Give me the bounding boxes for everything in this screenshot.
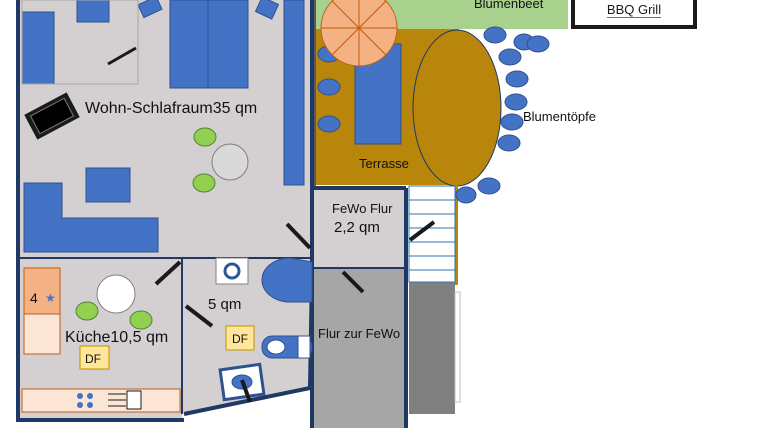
kitchen-label: Küche10,5 qm: [65, 329, 168, 346]
living-table: [211, 143, 249, 181]
cooktop-icon: [77, 393, 93, 408]
small-chair-top: [137, 0, 163, 19]
living-door-swing: [107, 46, 137, 66]
bbq-grill-box: BBQ Grill: [571, 0, 697, 29]
kitchen-counter-bottom: [21, 388, 181, 413]
top-cabinet: [76, 0, 110, 23]
flower-pots: [455, 26, 550, 204]
wall-shelf: [283, 0, 305, 186]
hall-to-fewo-floor: [312, 268, 404, 428]
bath-sink-basin: [223, 262, 241, 280]
umbrella: [320, 0, 398, 67]
armchair: [85, 167, 131, 203]
skylight-kitchen-label: DF: [85, 352, 101, 366]
bathroom-label: 5 qm: [208, 296, 241, 313]
stairs-rail: [455, 185, 458, 285]
path-edge: [454, 291, 461, 403]
kitchen-table: [96, 274, 136, 314]
flower-bed-label: Blumenbeet: [474, 0, 544, 11]
bbq-grill-label: BBQ Grill: [606, 2, 662, 18]
toilet: [261, 335, 313, 359]
living-room-furniture: [21, 0, 305, 253]
skylight-bath: [225, 325, 255, 351]
door-swing-living-fewo: [285, 222, 312, 250]
door-swing-kitchen: [154, 260, 182, 286]
flower-pots-label: Blumentöpfe: [523, 109, 596, 124]
kitchen-chair-1: [75, 301, 99, 321]
fewo-hall-area: 2,2 qm: [334, 219, 380, 236]
kitchen-chair-2: [129, 310, 153, 330]
bed-left: [169, 0, 209, 89]
kitchen-counter-left: [23, 313, 61, 355]
chair-green-1: [193, 127, 217, 147]
door-swing-bath: [184, 304, 214, 328]
side-path: [409, 282, 455, 414]
room-divider-panel: [21, 0, 139, 85]
shower: [261, 257, 313, 303]
nightstand: [254, 0, 280, 20]
stove-number: 4: [30, 290, 38, 306]
door-swing-hall: [341, 270, 365, 294]
terrace-oval-table: [412, 29, 502, 187]
bed-right: [207, 0, 249, 89]
tv: [24, 92, 80, 140]
star-icon: ★: [45, 291, 56, 305]
wardrobe-left: [21, 11, 55, 85]
skylight-kitchen: [79, 345, 110, 370]
fewo-hall-floor: [312, 188, 404, 268]
chair-green-2: [192, 173, 216, 193]
bath-door-swing: [240, 379, 252, 403]
hall-to-fewo-label: Flur zur FeWo: [318, 326, 400, 341]
stove: [23, 267, 61, 315]
corner-sofa: [23, 182, 159, 253]
skylight-bath-label: DF: [232, 332, 248, 346]
terrace-label: Terrasse: [359, 156, 409, 171]
fewo-hall-label: FeWo Flur: [332, 201, 393, 216]
sink-icon: [108, 390, 142, 410]
door-swing-fewo-stairs: [408, 220, 436, 242]
living-room-label: Wohn-Schlafraum35 qm: [85, 100, 257, 117]
living-room-floor: [20, 0, 312, 258]
